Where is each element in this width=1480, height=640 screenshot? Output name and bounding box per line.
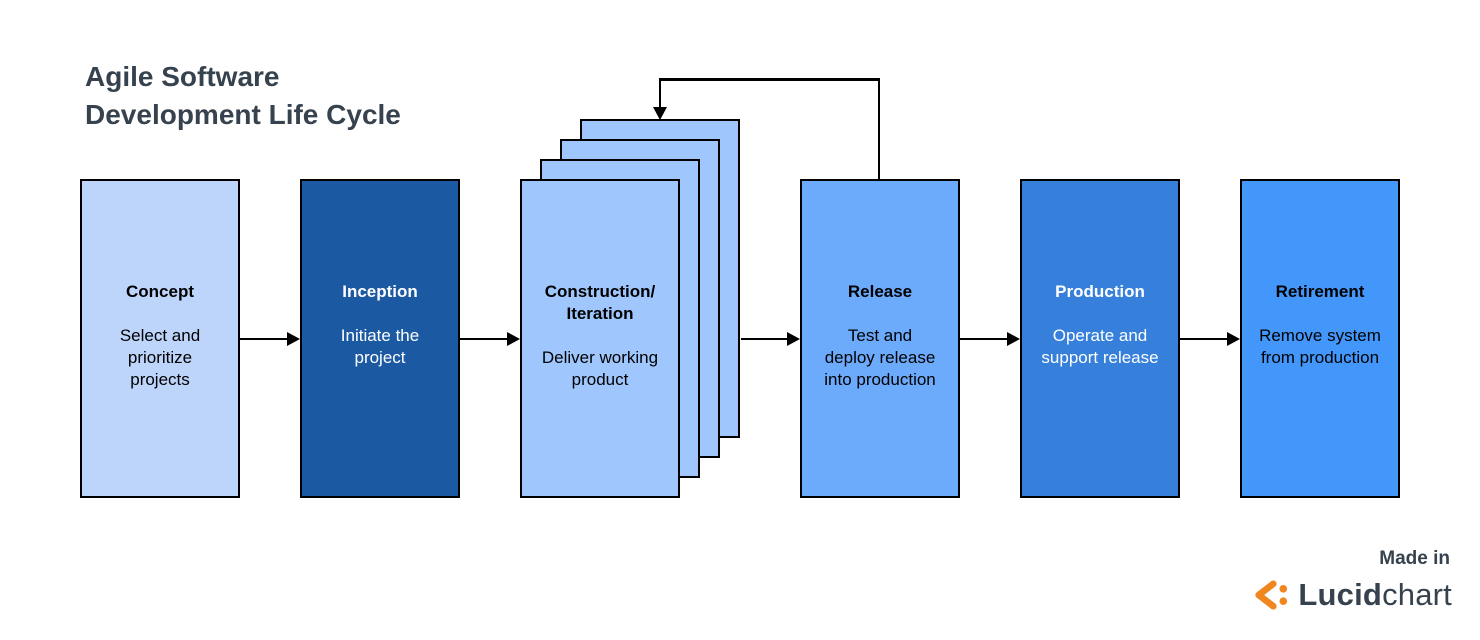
stage-release-description: Test and deploy release into production: [824, 326, 936, 389]
stage-release: Release Test and deploy release into pro…: [800, 179, 960, 498]
made-in-text: Made in: [1379, 548, 1450, 569]
connector-arrowhead-4-icon: [1007, 332, 1020, 346]
stage-concept: Concept Select and prioritize projects: [80, 179, 240, 498]
connector-construction-to-release: [741, 337, 789, 341]
stage-concept-label: Concept: [126, 282, 194, 301]
stage-production: Production Operate and support release: [1020, 179, 1180, 498]
stage-release-label: Release: [847, 282, 913, 301]
connector-arrowhead-5-icon: [1227, 332, 1240, 346]
feedback-loop-left-segment: [658, 78, 662, 108]
lucidchart-wordmark: Lucidchart: [1298, 577, 1452, 613]
feedback-loop-arrowhead-icon: [653, 107, 667, 120]
stage-retirement-description: Remove system from production: [1259, 326, 1381, 367]
connector-release-to-production: [960, 337, 1009, 341]
connector-production-to-retirement: [1180, 337, 1229, 341]
connector-inception-to-construction: [460, 337, 509, 341]
stage-inception-label: Inception: [342, 282, 418, 301]
stage-retirement: Retirement Remove system from production: [1240, 179, 1400, 498]
stage-construction-label: Construction/ Iteration: [544, 282, 656, 323]
stage-construction-iteration: Construction/ Iteration Deliver working …: [520, 179, 680, 498]
lucidchart-logo[interactable]: Lucidchart: [1252, 576, 1452, 614]
lucid-logo-icon: [1255, 580, 1288, 610]
connector-concept-to-inception: [240, 337, 289, 341]
lucidchart-wordmark-light: chart: [1382, 577, 1452, 612]
stage-concept-description: Select and prioritize projects: [119, 326, 201, 389]
stage-construction-description: Deliver working product: [541, 348, 659, 389]
feedback-loop-right-segment: [877, 78, 881, 179]
stage-production-description: Operate and support release: [1041, 326, 1159, 367]
feedback-loop-top-segment: [658, 78, 881, 81]
stage-retirement-label: Retirement: [1275, 282, 1365, 301]
connector-arrowhead-1-icon: [287, 332, 300, 346]
stage-inception: Inception Initiate the project: [300, 179, 460, 498]
stage-inception-description: Initiate the project: [340, 326, 420, 367]
connector-arrowhead-3-icon: [787, 332, 800, 346]
connector-arrowhead-2-icon: [507, 332, 520, 346]
stage-production-label: Production: [1055, 282, 1145, 301]
lucidchart-wordmark-bold: Lucid: [1298, 577, 1383, 612]
diagram-title: Agile Software Development Life Cycle: [85, 61, 401, 130]
